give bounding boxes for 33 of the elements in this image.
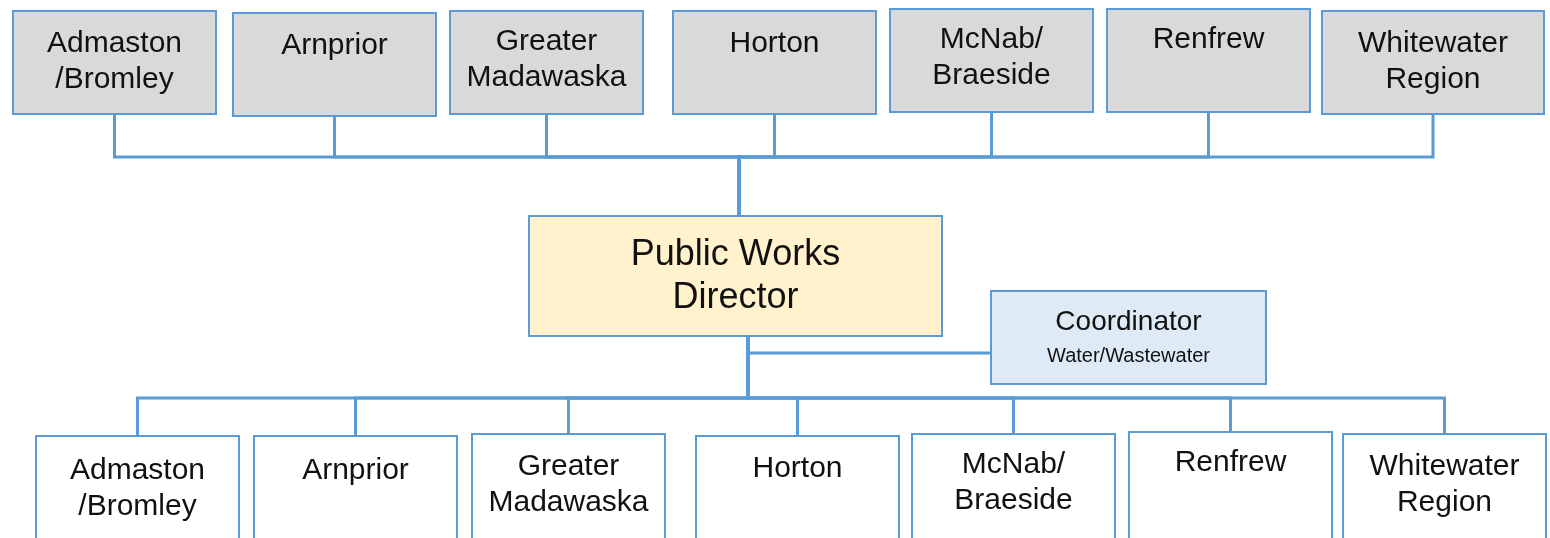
- municipality-box: [1321, 10, 1545, 115]
- municipality-box: [1106, 8, 1311, 113]
- box-title: Greater Madawaska: [487, 447, 650, 519]
- municipality-box: [253, 435, 458, 538]
- coordinator-box: [990, 290, 1267, 385]
- municipality-box: [12, 10, 217, 115]
- box-title: Horton: [752, 449, 843, 485]
- box-title: Admaston /Bromley: [68, 451, 207, 523]
- box-title: Whitewater Region: [1356, 24, 1509, 96]
- municipality-box: [672, 10, 877, 115]
- box-subtitle: Water/Wastewater: [1047, 342, 1210, 368]
- municipality-box: [889, 8, 1094, 113]
- box-title: Renfrew: [1152, 20, 1265, 56]
- municipality-box: [471, 433, 666, 538]
- box-title: Coordinator: [1055, 304, 1202, 338]
- box-title: Whitewater Region: [1368, 447, 1521, 519]
- box-title: Renfrew: [1174, 443, 1287, 479]
- box-title: McNab/ Braeside: [953, 445, 1074, 517]
- municipality-box: [1128, 431, 1333, 538]
- municipality-box: [35, 435, 240, 538]
- box-title: Arnprior: [302, 451, 409, 487]
- municipality-box: [449, 10, 644, 115]
- box-title: Arnprior: [281, 26, 388, 62]
- municipality-box: [232, 12, 437, 117]
- municipality-box: [1342, 433, 1547, 538]
- box-title: Greater Madawaska: [465, 22, 628, 94]
- municipality-box: [695, 435, 900, 538]
- municipality-box: [911, 433, 1116, 538]
- director-box: [528, 215, 943, 337]
- box-title: Admaston /Bromley: [45, 24, 184, 96]
- box-title: McNab/ Braeside: [931, 20, 1052, 92]
- box-title: Horton: [729, 24, 820, 60]
- box-title: Public Works Director: [629, 231, 842, 318]
